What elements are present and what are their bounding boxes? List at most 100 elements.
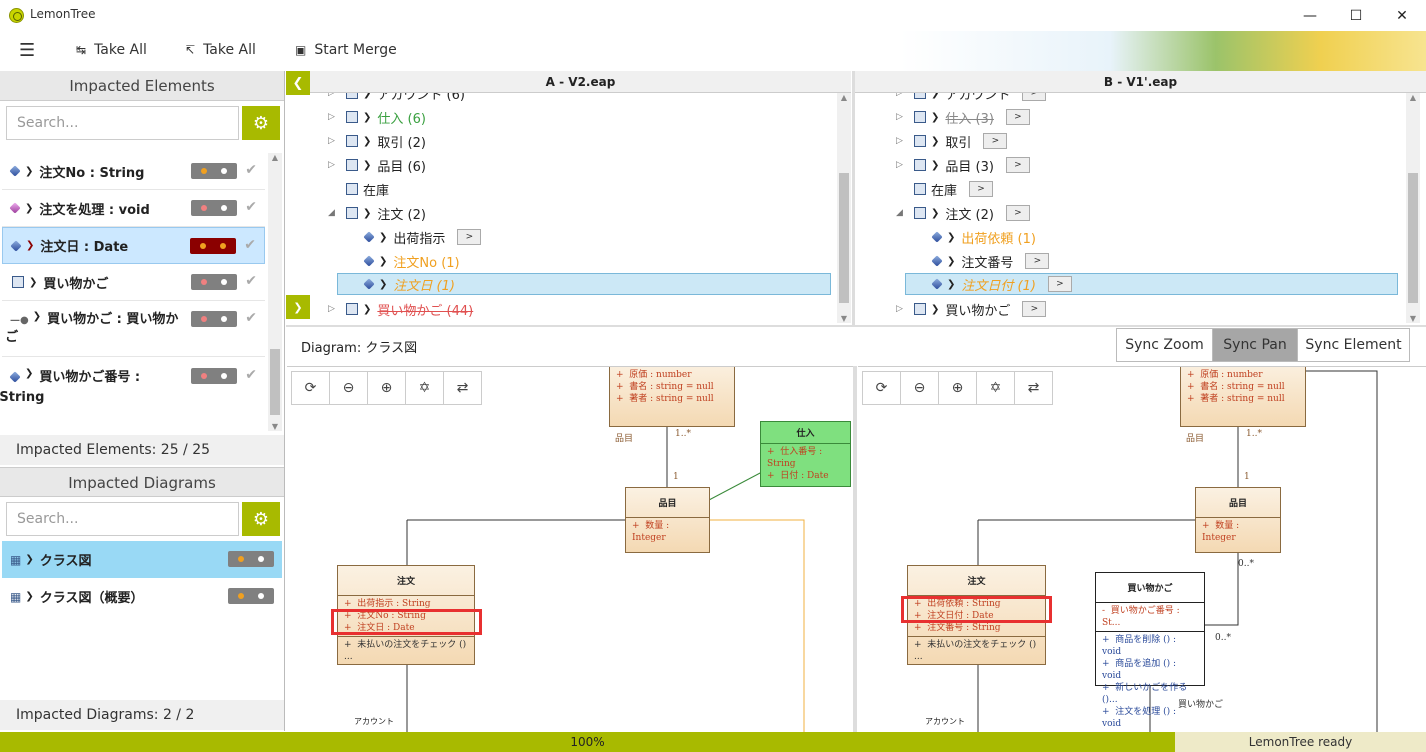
tree-row[interactable]: ▷❯品目 (6)	[328, 159, 426, 175]
tree-row[interactable]: ▷❯買い物かご (44)	[328, 303, 474, 319]
maximize-button[interactable]: ☐	[1349, 7, 1363, 24]
check-icon[interactable]: ✔	[245, 367, 257, 383]
pane-splitter[interactable]	[852, 71, 855, 326]
merge-arrow-button[interactable]: >	[969, 181, 994, 197]
diagram-b-canvas[interactable]: + 原価 : number + 書名 : string = null + 著者 …	[858, 366, 1426, 732]
uml-class-chumon[interactable]: 注文 + 出荷依頼 : String + 注文日付 : Date + 注文番号 …	[907, 565, 1046, 665]
status-toggle[interactable]	[191, 368, 237, 384]
elements-scrollbar[interactable]: ▲ ▼	[268, 153, 282, 431]
tree-row[interactable]: ◢❯注文 (2)	[328, 207, 426, 223]
check-icon[interactable]: ✔	[244, 237, 256, 253]
hamburger-menu-icon[interactable]: ☰	[19, 39, 36, 61]
tree-row[interactable]: ▷❯仕入 (3)>	[896, 106, 1030, 128]
pane-b-scrollbar[interactable]: ▲ ▼	[1406, 93, 1420, 323]
merge-arrow-button[interactable]: >	[1005, 157, 1030, 173]
diagram-splitter[interactable]	[853, 366, 857, 732]
uml-class-shiire[interactable]: 仕入 + 仕入番号 : String+ 日付 : Date	[760, 421, 851, 487]
uml-class-top[interactable]: + 原価 : number + 書名 : string = null + 著者 …	[1180, 367, 1306, 427]
status-toggle[interactable]	[191, 163, 237, 179]
tree-row[interactable]: ❯出荷指示>	[356, 226, 482, 248]
diagram-list-item[interactable]: ▦❯ クラス図（概要）	[2, 578, 282, 615]
list-item-label: 買い物かご : 買い物かご	[5, 312, 179, 345]
tree-row[interactable]: ▷❯アカウント>	[896, 93, 1047, 104]
zoom-in-icon[interactable]: ⊕	[367, 371, 406, 405]
merge-arrow-button[interactable]: >	[1047, 276, 1072, 292]
diagram-list-item-selected[interactable]: ▦❯ クラス図	[2, 541, 282, 578]
tree-row[interactable]: ▷❯取引>	[896, 130, 1008, 152]
tree-row[interactable]: ▷❯仕入 (6)	[328, 111, 426, 127]
close-button[interactable]: ✕	[1396, 7, 1408, 24]
refresh-icon[interactable]: ⟳	[862, 371, 901, 405]
list-item-label: 注文を処理 : void	[39, 202, 150, 218]
take-all-right-icon: ↸	[185, 43, 196, 57]
tree-row[interactable]: ▷❯アカウント (6)	[328, 93, 465, 104]
sync-zoom-button[interactable]: Sync Zoom	[1116, 328, 1213, 362]
diagram-a-canvas[interactable]: + 原価 : number + 書名 : string = null + 著者 …	[287, 366, 853, 732]
status-toggle[interactable]	[191, 311, 237, 327]
tree-row[interactable]: ❯注文番号>	[924, 250, 1050, 272]
merge-arrow-button[interactable]: >	[1025, 253, 1050, 269]
list-item-label: 注文日 : Date	[40, 240, 129, 255]
sync-element-button[interactable]: Sync Element	[1297, 328, 1410, 362]
merge-arrow-button[interactable]: >	[457, 229, 482, 245]
tree-row[interactable]: ▷❯買い物かご>	[896, 298, 1047, 320]
tree-row[interactable]: 在庫	[328, 178, 389, 200]
check-icon[interactable]: ✔	[245, 162, 257, 178]
class-icon	[346, 303, 358, 315]
refresh-icon[interactable]: ⟳	[291, 371, 330, 405]
merge-arrow-button[interactable]: >	[1022, 301, 1047, 317]
tree-row[interactable]: ❯注文No (1)	[356, 250, 460, 272]
tree-row[interactable]: ▷❯取引 (2)	[328, 135, 426, 151]
swap-icon[interactable]: ⇄	[443, 371, 482, 405]
tree-row-selected[interactable]: ❯注文日付 (1)>	[905, 273, 1398, 295]
gear-icon[interactable]: ⚙	[242, 502, 280, 536]
minimize-button[interactable]: —	[1303, 7, 1317, 24]
check-icon[interactable]: ✔	[245, 273, 257, 289]
zoom-out-icon[interactable]: ⊖	[329, 371, 368, 405]
chevron-down-icon: ❯	[25, 202, 34, 214]
tree-row[interactable]: ❯出荷依頼 (1)	[924, 226, 1036, 248]
merge-arrow-button[interactable]: >	[1005, 205, 1030, 221]
uml-class-top[interactable]: + 原価 : number + 書名 : string = null + 著者 …	[609, 367, 735, 427]
pane-a-scrollbar[interactable]: ▲ ▼	[837, 93, 851, 323]
check-icon[interactable]: ✔	[245, 199, 257, 215]
uml-attributes: + 原価 : number + 書名 : string = null + 著者 …	[616, 370, 714, 404]
zoom-in-icon[interactable]: ⊕	[938, 371, 977, 405]
status-toggle[interactable]	[228, 551, 274, 567]
impacted-diagrams-search-input[interactable]: Search...	[6, 502, 239, 536]
uml-class-hinmoku[interactable]: 品目 + 数量 : Integer	[625, 487, 710, 553]
status-toggle[interactable]	[228, 588, 274, 604]
list-item[interactable]: ❯ 注文を処理 : void ✔	[2, 190, 265, 227]
list-item[interactable]: ❯ 注文No : String ✔	[2, 153, 265, 190]
h-splitter[interactable]	[286, 325, 1426, 327]
zoom-out-icon[interactable]: ⊖	[900, 371, 939, 405]
take-all-left-button[interactable]: ↹ Take All	[76, 39, 147, 61]
uml-class-kago[interactable]: 買い物かご - 買い物かご番号 : St... + 商品を削除 () : voi…	[1095, 572, 1205, 729]
fit-icon[interactable]: ✡	[405, 371, 444, 405]
uml-class-hinmoku[interactable]: 品目 + 数量 : Integer	[1195, 487, 1281, 553]
collapse-down-button[interactable]: ❯	[286, 295, 310, 319]
tree-row[interactable]: 在庫>	[896, 178, 994, 200]
list-item[interactable]: ❯ 買い物かご番号 :String ✔	[0, 358, 265, 414]
tree-row[interactable]: ◢❯注文 (2)>	[896, 202, 1030, 224]
tree-row[interactable]: ▷❯品目 (3)>	[896, 154, 1030, 176]
merge-arrow-button[interactable]: >	[1005, 109, 1030, 125]
take-all-right-button[interactable]: ↸ Take All	[185, 39, 256, 61]
fit-icon[interactable]: ✡	[976, 371, 1015, 405]
status-toggle[interactable]	[191, 274, 237, 290]
impacted-elements-search-input[interactable]: Search...	[6, 106, 239, 140]
uml-class-chumon[interactable]: 注文 + 出荷指示 : String + 注文No : String + 注文日…	[337, 565, 475, 665]
list-item-selected[interactable]: ❯ 注文日 : Date ✔	[2, 227, 265, 264]
merge-arrow-button[interactable]: >	[983, 133, 1008, 149]
tree-row-selected[interactable]: ❯注文日 (1)	[337, 273, 831, 295]
list-item[interactable]: —●❯ 買い物かご : 買い物かご ✔	[2, 301, 265, 357]
check-icon[interactable]: ✔	[245, 310, 257, 326]
sync-pan-button[interactable]: Sync Pan	[1212, 328, 1298, 362]
status-toggle[interactable]	[190, 238, 236, 254]
start-merge-button[interactable]: ▣ Start Merge	[295, 39, 397, 61]
status-toggle[interactable]	[191, 200, 237, 216]
gear-icon[interactable]: ⚙	[242, 106, 280, 140]
collapse-left-button[interactable]: ❮	[286, 71, 310, 95]
swap-icon[interactable]: ⇄	[1014, 371, 1053, 405]
list-item[interactable]: ❯ 買い物かご ✔	[2, 264, 265, 301]
